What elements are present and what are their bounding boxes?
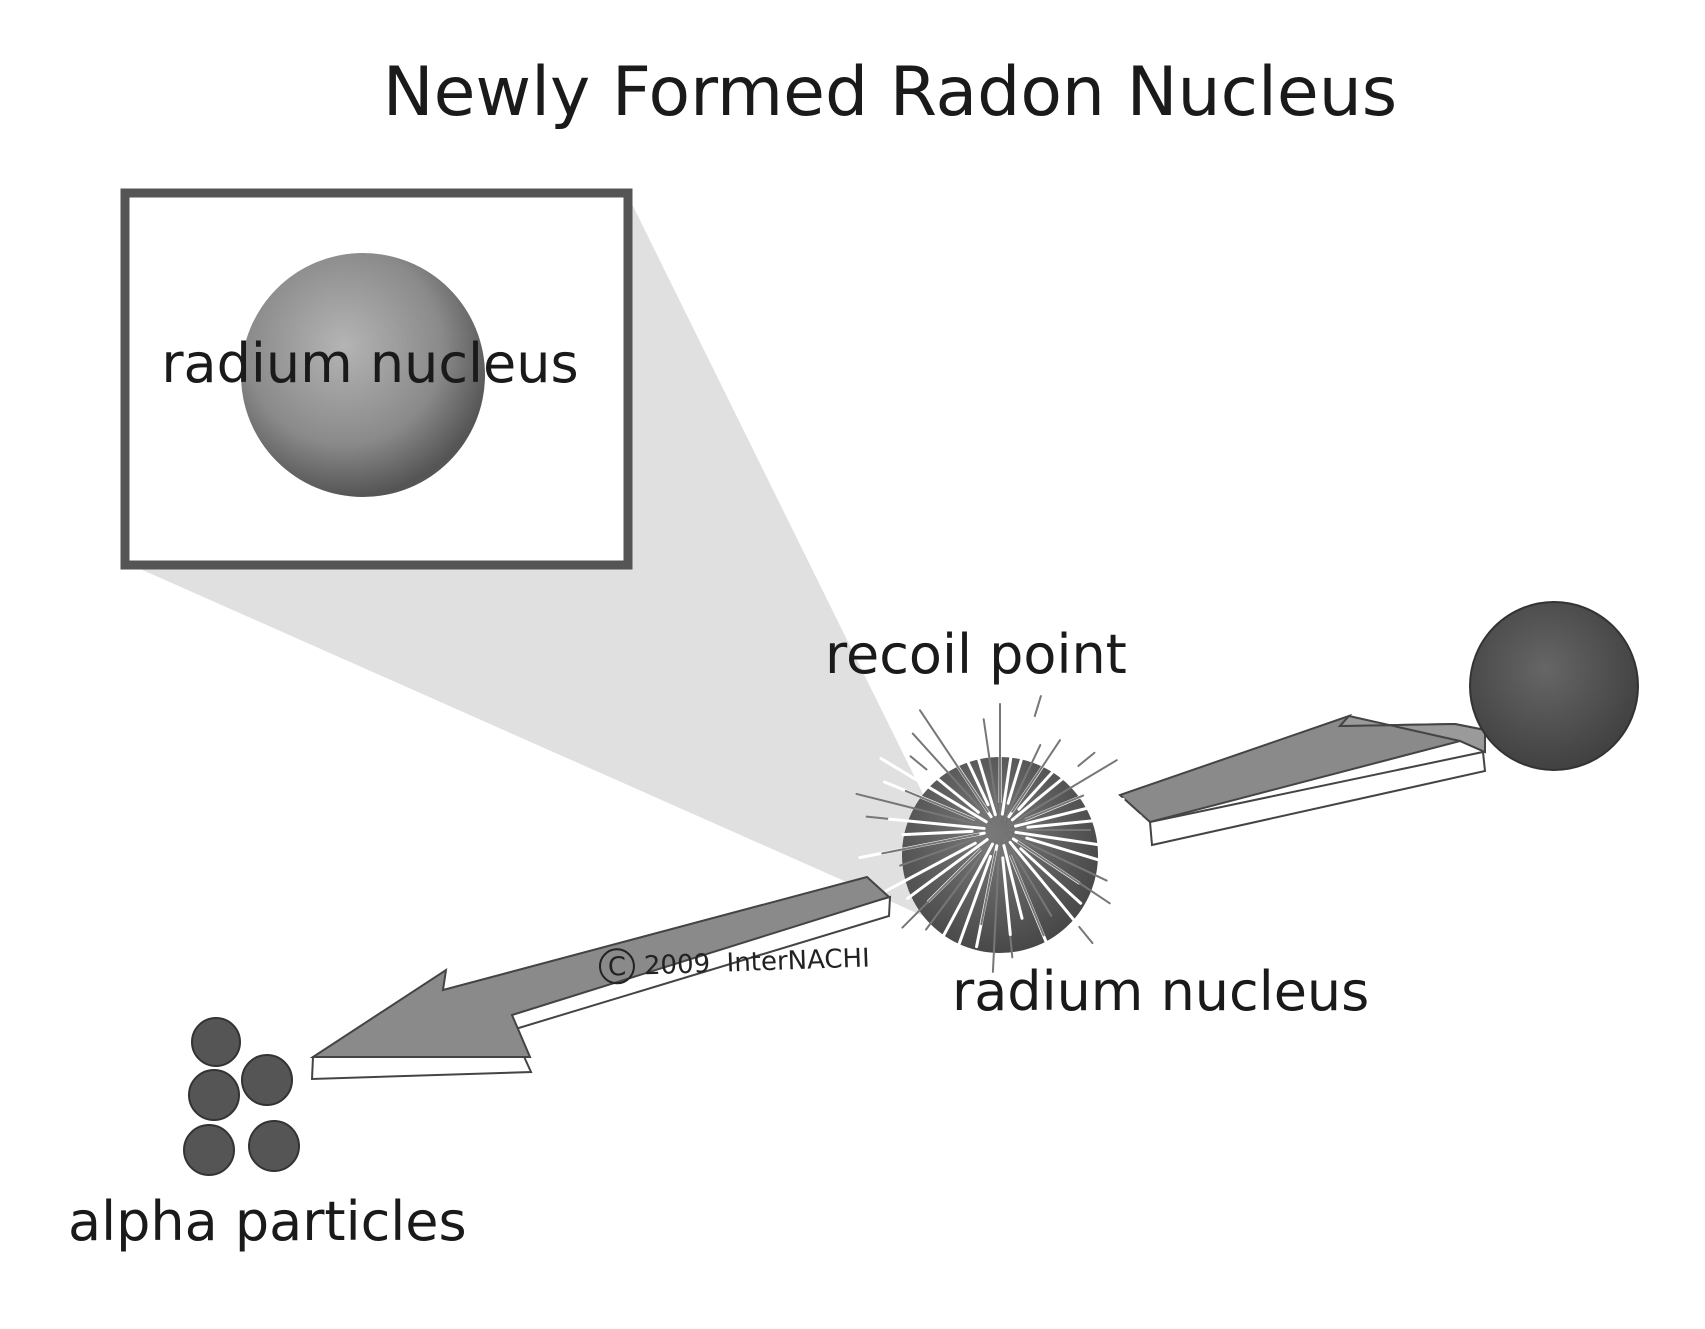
burst-ray (959, 699, 997, 817)
burst-ray (1017, 721, 1099, 811)
burst-ray (946, 719, 990, 807)
radium-nucleus-sphere (902, 757, 1098, 953)
burst-ray (1014, 830, 1128, 851)
burst-ray (991, 838, 1001, 973)
burst-ray (1002, 838, 1045, 937)
burst-ray (1014, 797, 1125, 828)
inset-radium-label: radium nucleus (161, 332, 578, 395)
copyright-notice: C 2009 InterNACHI (598, 943, 870, 985)
recoil-burst (855, 679, 1142, 973)
burst-ray (1019, 847, 1083, 905)
copyright-symbol: C (607, 952, 626, 983)
burst-ray (918, 709, 989, 813)
burst-ray (901, 829, 974, 837)
burst-ray (982, 718, 998, 810)
burst-ray (906, 838, 989, 900)
alpha-particle (183, 1124, 235, 1176)
burst-ray (953, 854, 993, 957)
burst-ray (1011, 739, 1062, 813)
burst-ray (888, 817, 986, 830)
inset-radium-sphere (241, 253, 485, 497)
burst-ray (1008, 794, 1085, 828)
recoil-point-label: recoil point (825, 623, 1127, 686)
alpha-particle (241, 1054, 293, 1106)
burst-ray (901, 836, 994, 929)
burst-ray (899, 832, 992, 867)
alpha-particles-label: alpha particles (68, 1190, 467, 1253)
burst-ray (1008, 840, 1080, 927)
copyright-circle-icon (598, 948, 635, 985)
burst-ray (1010, 765, 1079, 822)
alpha-particle (191, 1017, 241, 1067)
radium-nucleus-label: radium nucleus (952, 960, 1369, 1023)
burst-ray (855, 792, 980, 826)
alpha-particles-cluster (183, 1017, 300, 1176)
alpha-direction-arrow (309, 875, 892, 1081)
burst-ray (1001, 856, 1012, 936)
zoom-wedge (120, 200, 1000, 950)
burst-ray (929, 842, 994, 962)
burst-ray (1008, 833, 1108, 882)
burst-ray (1025, 836, 1137, 873)
radon-nucleus-sphere (1469, 601, 1639, 771)
alpha-particle (248, 1120, 300, 1172)
burst-ray (879, 756, 988, 824)
radon-direction-arrow (1118, 713, 1487, 847)
burst-ray (904, 789, 992, 828)
burst-ray (1003, 744, 1042, 822)
diagram-title: Newly Formed Radon Nucleus (383, 53, 1398, 132)
burst-ray (1026, 814, 1142, 829)
burst-ray (926, 769, 980, 814)
burst-ray (925, 846, 988, 931)
burst-ray (881, 833, 980, 855)
burst-ray (1017, 759, 1118, 820)
alpha-particle (188, 1069, 240, 1121)
burst-ray (1000, 726, 1017, 816)
burst-ray (1006, 716, 1036, 805)
burst-ray (1010, 847, 1053, 917)
burst-ray (980, 850, 997, 926)
burst-ray (1017, 841, 1111, 905)
burst-ray (884, 841, 977, 893)
burst-ray (911, 732, 995, 824)
burst-ray (1002, 844, 1024, 920)
